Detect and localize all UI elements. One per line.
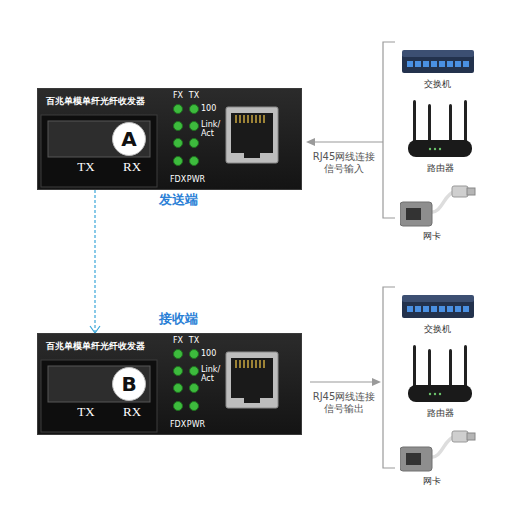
converter-box: 百兆单模单纤光纤收发器FXTX100Link/ ActFDXPWRTXRXA — [37, 88, 302, 190]
product-title: 百兆单模单纤光纤收发器 — [46, 96, 145, 106]
port-letter-text: B — [121, 374, 136, 394]
device-caption: 交换机 — [424, 79, 451, 89]
port-letter-text: A — [121, 129, 136, 149]
device-caption: 路由器 — [427, 408, 454, 418]
led-label: 100 — [201, 349, 216, 358]
device-caption: 交换机 — [424, 324, 451, 334]
device-caption: 网卡 — [423, 476, 441, 486]
port-label: RX — [123, 160, 141, 175]
led-label: TX — [189, 336, 199, 345]
connection-note: RJ45网线连接 信号输出 — [309, 391, 379, 414]
led-label: FDX — [170, 420, 186, 429]
led-label: PWR — [187, 420, 205, 429]
device-caption: 网卡 — [423, 231, 441, 241]
led-label: FX — [173, 336, 183, 345]
device-caption: 路由器 — [427, 163, 454, 173]
led-label: FDX — [170, 175, 186, 184]
fiber-link — [90, 190, 100, 333]
converter-box: 百兆单模单纤光纤收发器FXTX100Link/ ActFDXPWRTXRXB — [37, 333, 302, 435]
led-label: PWR — [187, 175, 205, 184]
fiber-line — [94, 190, 95, 333]
led-label: 100 — [201, 104, 216, 113]
arrow-head — [90, 326, 100, 333]
port-letter: A — [112, 122, 146, 156]
end-tag: 接收端 — [159, 312, 198, 327]
led-label: TX — [189, 91, 199, 100]
led-label: FX — [173, 91, 183, 100]
port-label: TX — [77, 160, 94, 175]
port-label: RX — [123, 405, 141, 420]
port-letter: B — [112, 367, 146, 401]
connection-note: RJ45网线连接 信号输入 — [309, 151, 379, 174]
end-tag: 发送端 — [159, 193, 198, 208]
port-label: TX — [77, 405, 94, 420]
product-title: 百兆单模单纤光纤收发器 — [46, 341, 145, 351]
led-label: Link/ Act — [201, 365, 223, 383]
led-label: Link/ Act — [201, 120, 223, 138]
